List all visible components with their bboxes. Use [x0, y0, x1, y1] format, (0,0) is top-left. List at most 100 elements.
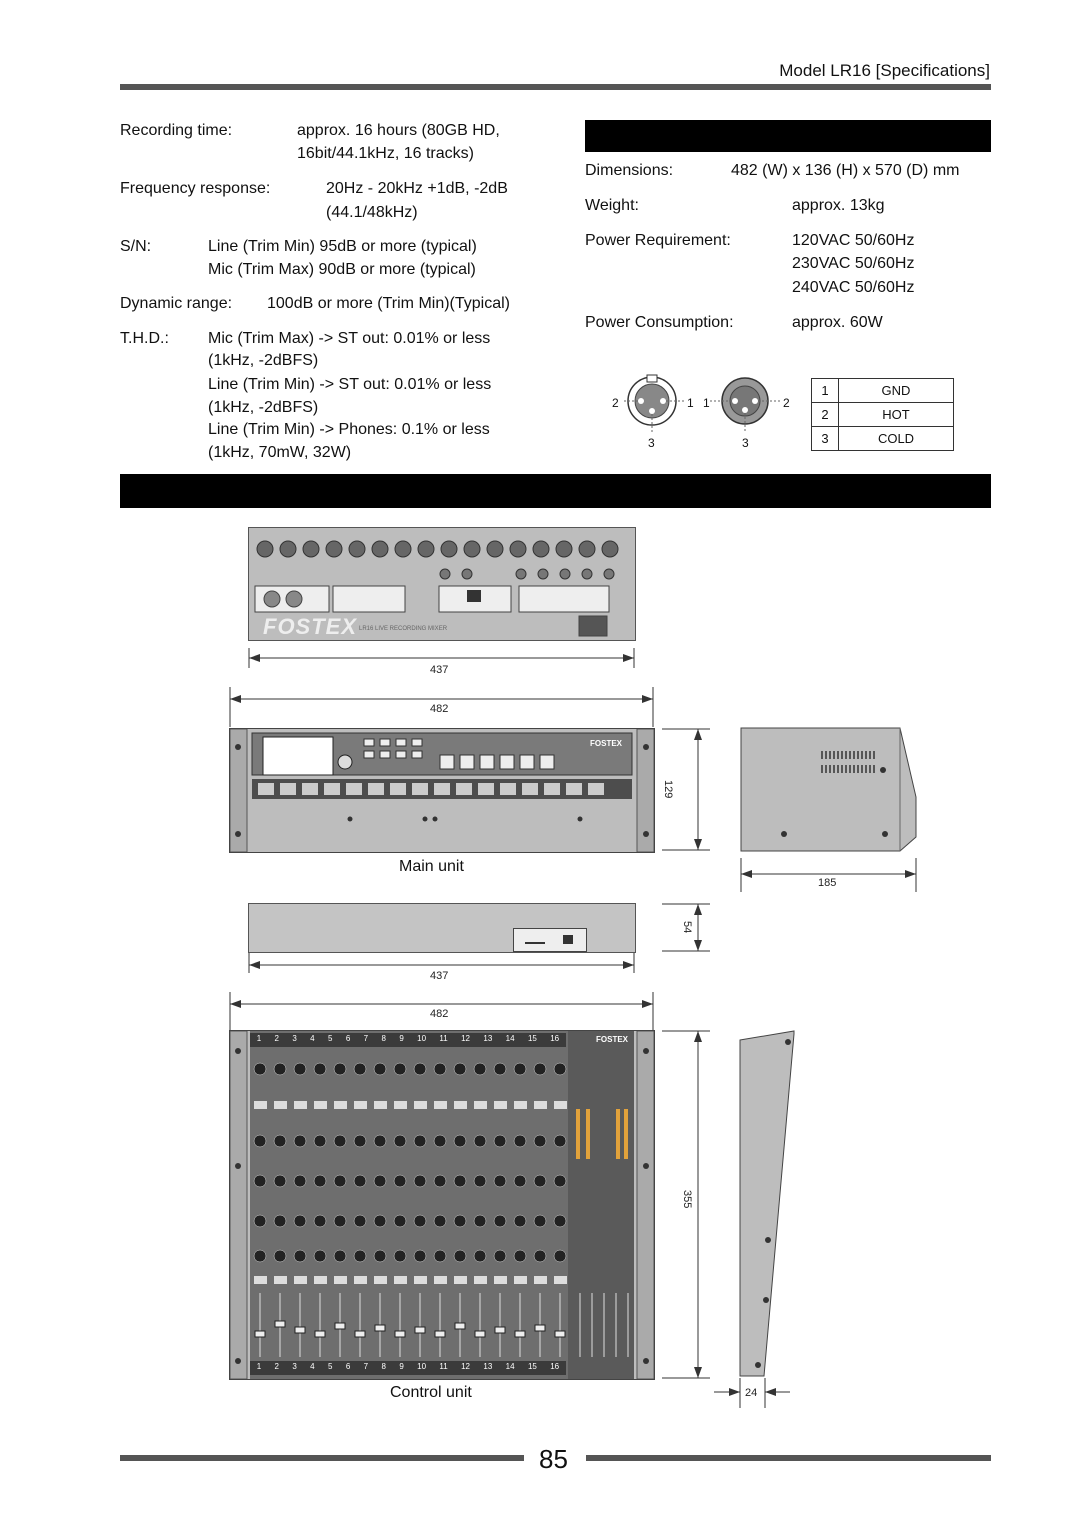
- dim-line-437-bottom: [248, 953, 635, 973]
- channel-number: 5: [328, 1362, 333, 1371]
- pin-number: 2: [811, 402, 839, 427]
- xlr-right-pin3: 3: [742, 436, 749, 450]
- channel-number: 15: [527, 1034, 537, 1043]
- recording-time-label: Recording time:: [120, 122, 233, 139]
- xlr-connectors-diagram: [624, 374, 780, 432]
- power-consumption-value: approx. 60W: [792, 314, 883, 331]
- dim-437-top-label: 437: [430, 664, 449, 676]
- dim-482-top-label: 482: [430, 703, 449, 715]
- dynamic-range-label: Dynamic range:: [120, 295, 233, 312]
- dim-line-482-top: [229, 687, 654, 727]
- thd-value-6: (1kHz, 70mW, 32W): [208, 444, 352, 461]
- channel-number: 14: [505, 1362, 515, 1371]
- main-unit-label: Main unit: [399, 858, 464, 875]
- dim-line-129: [662, 728, 710, 851]
- dim-482-bottom-label: 482: [430, 1008, 449, 1020]
- channel-number: 14: [505, 1034, 515, 1043]
- power-requirement-value-2: 230VAC 50/60Hz: [792, 255, 915, 272]
- channel-number: 5: [328, 1034, 333, 1043]
- sn-value-1: Line (Trim Min) 95dB or more (typical): [208, 238, 477, 255]
- channel-number: 11: [439, 1362, 448, 1371]
- general-section-bar: [585, 120, 991, 152]
- weight-label: Weight:: [585, 197, 639, 214]
- channel-number: 2: [274, 1362, 279, 1371]
- rear-model-text: LR16 LIVE RECORDING MIXER: [359, 626, 448, 632]
- rear-fostex-logo: FOSTEX: [263, 614, 358, 639]
- xlr-left-pin1: 1: [687, 396, 694, 410]
- sn-label: S/N:: [120, 238, 152, 255]
- top-view-drawing: [248, 903, 636, 953]
- frequency-response-value-2: (44.1/48kHz): [326, 204, 418, 221]
- power-requirement-value-1: 120VAC 50/60Hz: [792, 232, 915, 249]
- top-view-port-slot: [525, 942, 545, 944]
- dim-185-label: 185: [818, 877, 837, 889]
- channel-number: 6: [345, 1034, 351, 1043]
- channel-number: 1: [256, 1034, 262, 1043]
- xlr-left-pin3: 3: [648, 436, 655, 450]
- thd-value-2: (1kHz, -2dBFS): [208, 352, 319, 369]
- frequency-response-label: Frequency response:: [120, 180, 271, 197]
- channel-number: 1: [256, 1362, 262, 1371]
- dim-line-482-bottom: [229, 992, 654, 1030]
- rear-panel-connectors: [254, 540, 619, 637]
- xlr-male-icon: [710, 377, 780, 432]
- channel-number: 8: [381, 1362, 386, 1371]
- control-unit-label: Control unit: [390, 1384, 472, 1401]
- channel-number: 15: [527, 1362, 537, 1371]
- footer-rule-left: [120, 1455, 524, 1461]
- frequency-response-value-1: 20Hz - 20kHz +1dB, -2dB: [326, 180, 508, 197]
- xlr-right-pin2: 2: [783, 396, 790, 410]
- pin-name: GND: [838, 378, 954, 403]
- channel-number: 7: [363, 1034, 369, 1043]
- channel-number: 10: [417, 1034, 427, 1043]
- dim-24-label: 24: [745, 1387, 758, 1399]
- main-unit-front-drawing: FOSTEX: [229, 728, 655, 853]
- channel-number: 13: [483, 1362, 493, 1371]
- pin-name: HOT: [838, 402, 954, 427]
- channel-number: 16: [550, 1362, 560, 1371]
- dim-line-185: [740, 858, 917, 892]
- page-number: 85: [539, 1444, 568, 1474]
- dimensions-label: Dimensions:: [585, 162, 674, 179]
- power-consumption-label: Power Consumption:: [585, 314, 734, 331]
- top-view-ethernet-port: [563, 935, 573, 944]
- channel-number: 11: [439, 1034, 448, 1043]
- channel-number: 2: [274, 1034, 279, 1043]
- weight-value: approx. 13kg: [792, 197, 885, 214]
- footer-rule-right: [586, 1455, 991, 1461]
- channel-number: 10: [417, 1362, 427, 1371]
- dim-54-label: 54: [681, 921, 693, 934]
- header-title: Model LR16 [Specifications]: [779, 61, 990, 80]
- dim-line-355: [662, 1030, 710, 1379]
- dynamic-range-value: 100dB or more (Trim Min)(Typical): [267, 295, 511, 312]
- recording-time-value-2: 16bit/44.1kHz, 16 tracks): [297, 145, 474, 162]
- channel-number: 9: [399, 1362, 404, 1371]
- channel-number: 8: [381, 1034, 386, 1043]
- dim-437-bottom-label: 437: [430, 970, 449, 982]
- thd-value-1: Mic (Trim Max) -> ST out: 0.01% or less: [208, 330, 491, 347]
- channel-number: 7: [363, 1362, 369, 1371]
- dim-355-label: 355: [681, 1190, 693, 1209]
- pin-name: COLD: [838, 426, 954, 451]
- dim-line-24: [714, 1378, 790, 1408]
- dim-line-437-top: [248, 648, 635, 668]
- dimensions-value: 482 (W) x 136 (H) x 570 (D) mm: [731, 162, 960, 179]
- xlr-female-icon: [624, 374, 684, 432]
- sn-value-2: Mic (Trim Max) 90dB or more (typical): [208, 261, 476, 278]
- power-requirement-value-3: 240VAC 50/60Hz: [792, 279, 915, 296]
- channel-number: 16: [550, 1034, 560, 1043]
- pin-number: 1: [811, 378, 839, 403]
- control-unit-side-drawing: [739, 1030, 795, 1377]
- recording-time-value-1: approx. 16 hours (80GB HD,: [297, 122, 500, 139]
- control-fostex-logo: FOSTEX: [596, 1035, 629, 1044]
- thd-label: T.H.D.:: [120, 330, 169, 347]
- channel-number: 3: [292, 1362, 297, 1371]
- channel-number: 9: [399, 1034, 404, 1043]
